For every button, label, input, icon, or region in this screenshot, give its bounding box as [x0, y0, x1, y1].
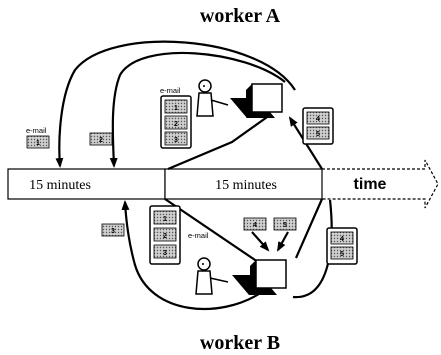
timeline-label-2: 15 minutes: [215, 178, 277, 193]
line-a-to-timeline: [167, 114, 271, 171]
worker-b-incoming: 4 5: [243, 217, 297, 231]
msg-b-2: 2: [163, 233, 167, 240]
worker-b-computer-icon: [232, 259, 287, 295]
timeline-label-1: 15 minutes: [29, 178, 91, 193]
worker-a-person-icon: [196, 79, 229, 117]
arrow-b-to-timeline: [121, 200, 263, 310]
worker-a-title: worker A: [200, 5, 281, 27]
timeline-segment-2: [164, 168, 323, 200]
msg-a-5: 5: [316, 131, 320, 138]
email-label-left: e-mail: [26, 126, 47, 135]
worker-a-computer-icon: [230, 83, 283, 118]
worker-b-title: worker B: [200, 332, 280, 354]
timeline: 15 minutes 15 minutes time: [7, 159, 439, 209]
msg-b-5: 5: [340, 251, 344, 258]
loose-email-2: 2: [89, 132, 113, 146]
msg-b-in-5: 5: [283, 222, 287, 229]
time-label: time: [354, 176, 387, 193]
loose-email-1-label: 1: [36, 140, 40, 147]
timeline-segment-1: [7, 168, 166, 200]
msg-b-in-4: 4: [253, 222, 257, 229]
msg-a-2: 2: [174, 121, 178, 128]
timeline-arrow: [322, 159, 439, 209]
arrow-b-in-2: [277, 231, 289, 252]
arrow-a-to-second-email: [109, 51, 286, 168]
worker-b-stack-45: 4 5: [326, 227, 358, 265]
msg-a-3: 3: [174, 137, 178, 144]
worker-b-inbox: 1 2 3 e-mail: [149, 205, 209, 265]
loose-email-1: 1: [26, 135, 50, 149]
msg-b-1: 1: [163, 216, 167, 223]
arrow-b-right-loop: [292, 199, 333, 299]
msg-b-3: 3: [163, 250, 167, 257]
msg-a-1: 1: [174, 105, 178, 112]
line-timeline-to-b-right: [294, 198, 324, 259]
loose-email-3: 3: [101, 223, 125, 237]
loose-email-2-label: 2: [99, 137, 103, 144]
arrow-b-in-1: [251, 231, 270, 252]
email-label-b: e-mail: [188, 231, 209, 240]
worker-b-person-icon: [195, 257, 229, 295]
loose-email-3-label: 3: [111, 228, 115, 235]
worker-a-stack-45: 4 5: [302, 107, 334, 145]
email-label-a: e-mail: [160, 86, 181, 95]
worker-a-inbox: e-mail 1 2 3: [160, 86, 192, 149]
msg-a-4: 4: [316, 116, 320, 123]
msg-b-4: 4: [340, 236, 344, 243]
arrow-a-to-first-window: [55, 40, 296, 168]
